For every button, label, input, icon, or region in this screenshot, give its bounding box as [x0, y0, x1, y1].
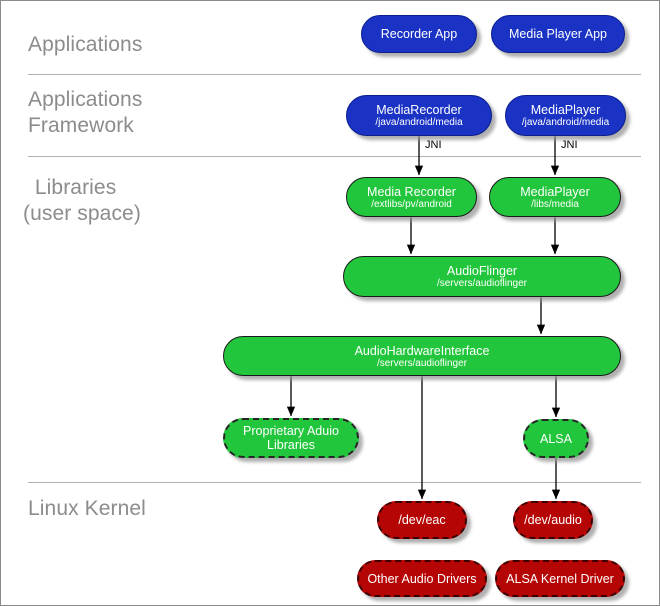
node-proprietary-audio-libs[interactable]: Proprietary Aduio Libraries [223, 418, 359, 458]
separator-applications [28, 74, 641, 75]
edge-label-jni-recorder: JNI [425, 139, 442, 151]
separator-libraries [28, 482, 641, 483]
node-title: Proprietary Aduio Libraries [243, 424, 339, 452]
layer-label-applications: Applications [28, 33, 143, 56]
node-title: /dev/audio [524, 513, 582, 527]
node-title: Media Player App [509, 27, 607, 41]
node-audiohardwareinterface[interactable]: AudioHardwareInterface /servers/audiofli… [223, 336, 621, 376]
layer-label-linux-kernel: Linux Kernel [28, 497, 146, 520]
layer-label-libraries: Libraries (user space) [23, 176, 141, 225]
node-subtitle: /java/android/media [375, 117, 463, 128]
node-dev-audio[interactable]: /dev/audio [513, 501, 593, 539]
node-subtitle: /extlibs/pv/android [371, 198, 452, 210]
node-title: Media Recorder [367, 184, 456, 199]
node-title: MediaPlayer [520, 184, 590, 199]
node-other-audio-drivers[interactable]: Other Audio Drivers [357, 560, 487, 597]
node-subtitle: /java/android/media [521, 117, 610, 128]
node-recorder-app[interactable]: Recorder App [361, 15, 477, 53]
node-subtitle: /servers/audioflinger [376, 357, 468, 369]
node-subtitle: /libs/media [531, 198, 579, 210]
separator-framework [28, 156, 641, 157]
node-alsa[interactable]: ALSA [523, 419, 589, 458]
edge-label-jni-player: JNI [561, 139, 578, 151]
node-mediaplayer-lib[interactable]: MediaPlayer /libs/media [489, 177, 621, 217]
node-mediarecorder-framework[interactable]: MediaRecorder /java/android/media [346, 95, 492, 136]
node-title: MediaPlayer [530, 103, 601, 117]
node-mediaplayer-framework[interactable]: MediaPlayer /java/android/media [505, 95, 626, 136]
node-media-recorder-lib[interactable]: Media Recorder /extlibs/pv/android [346, 177, 477, 217]
node-title: ALSA Kernel Driver [506, 571, 614, 586]
node-audioflinger[interactable]: AudioFlinger /servers/audioflinger [343, 256, 621, 297]
node-title: Recorder App [380, 27, 458, 41]
node-title: AudioFlinger [446, 264, 518, 278]
node-media-player-app[interactable]: Media Player App [491, 15, 625, 53]
node-dev-eac[interactable]: /dev/eac [377, 501, 467, 539]
node-title: MediaRecorder [376, 103, 462, 117]
node-title: Other Audio Drivers [367, 571, 477, 586]
node-title: AudioHardwareInterface [354, 343, 490, 358]
node-title: ALSA [540, 431, 572, 446]
layer-label-applications-framework: Applications Framework [28, 88, 143, 137]
node-title: /dev/eac [398, 513, 446, 527]
node-alsa-kernel-driver[interactable]: ALSA Kernel Driver [495, 560, 625, 597]
node-subtitle: /servers/audioflinger [436, 278, 528, 289]
